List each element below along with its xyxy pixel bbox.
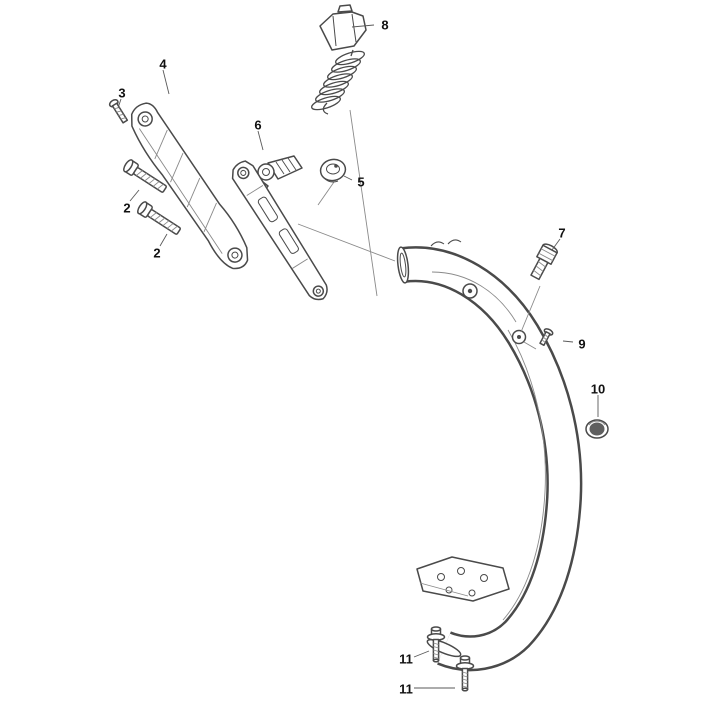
part-7-bolt [530, 243, 559, 281]
assembly-guide-lines [297, 109, 541, 350]
part-5-knob [319, 158, 347, 183]
part-9-screw [539, 328, 554, 347]
callout-leader-11-10 [413, 650, 430, 658]
callout-leader-3-2 [117, 98, 122, 109]
part-callout-2-5: 2 [123, 201, 130, 216]
part-callout-9-8: 9 [578, 337, 585, 352]
callout-leader-2-5 [129, 189, 140, 202]
handle-bottom-bracket [416, 556, 510, 602]
part-callout-6-3: 6 [254, 118, 261, 133]
callout-leader-7-7 [551, 238, 561, 251]
part-10-cap [585, 419, 609, 439]
callout-leader-5-4 [343, 175, 353, 181]
part-callout-11-10: 11 [399, 652, 413, 667]
part-3-screw [108, 99, 129, 124]
callout-leader-4-1 [162, 69, 170, 95]
part-callout-11-11: 11 [399, 682, 413, 697]
part-2-screw-b [135, 199, 184, 238]
part-callout-3-2: 3 [118, 86, 125, 101]
callout-leader-6-3 [257, 130, 264, 151]
part-callout-5-4: 5 [357, 175, 364, 190]
part-callout-8-0: 8 [381, 18, 388, 33]
callout-leader-9-8 [562, 340, 574, 343]
callout-leader-8-0 [351, 24, 375, 28]
callout-layer: 8 4 3 6 5 2 2 7 9 10 11 11 [117, 18, 605, 697]
part-callout-2-6: 2 [153, 246, 160, 261]
part-callout-4-1: 4 [159, 57, 167, 72]
callout-leader-2-6 [159, 233, 168, 247]
part-6-lever-assembly [231, 155, 328, 301]
part-8-bracket-spring [311, 4, 367, 115]
part-4-mount-plate [130, 102, 249, 270]
handle-bar [396, 239, 583, 672]
part-callout-7-7: 7 [558, 226, 565, 241]
part-callout-10-9: 10 [591, 382, 605, 397]
